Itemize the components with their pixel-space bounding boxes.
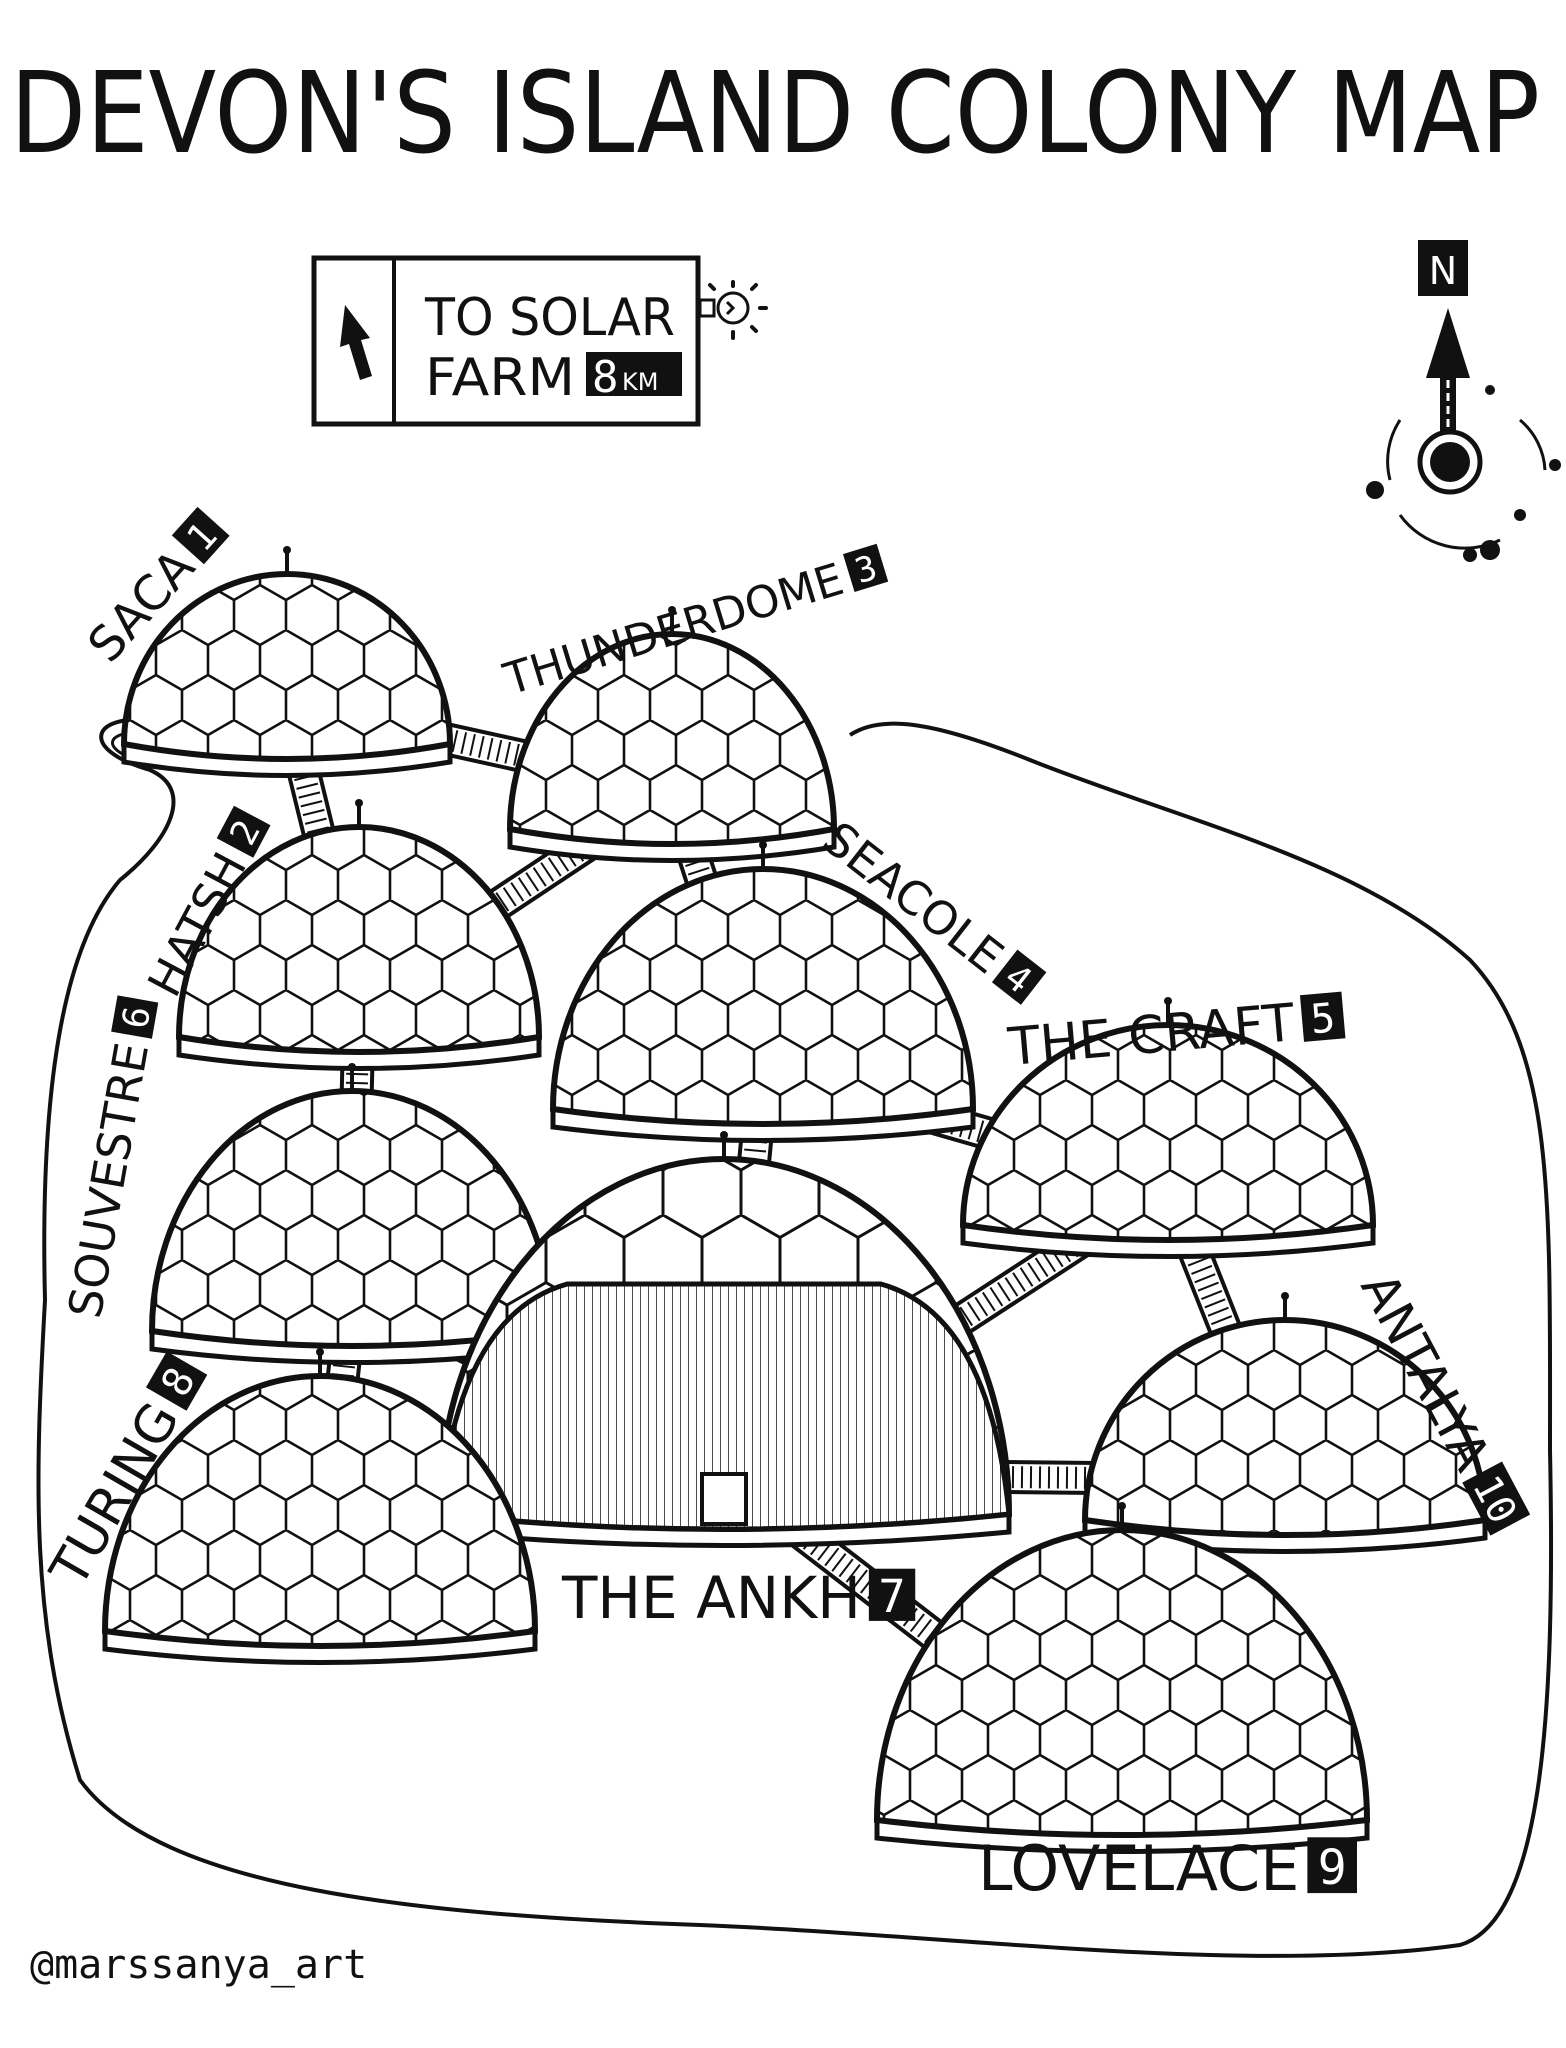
- dome-souvestre[interactable]: [148, 1063, 556, 1365]
- dome-turing[interactable]: [101, 1348, 539, 1665]
- solar-farm-sign: TO SOLAR FARM 8 KM: [311, 255, 768, 427]
- dome-the-ankh[interactable]: [435, 1131, 1013, 1548]
- compass-needle-icon: [1366, 308, 1561, 562]
- dome-label: LOVELACE 9: [978, 1832, 1357, 1905]
- dome-seacole[interactable]: [549, 841, 977, 1143]
- sign-line-2: FARM: [425, 348, 575, 408]
- dome-number-badge: [842, 543, 889, 592]
- arrow-up-icon: [340, 305, 372, 380]
- sign-line-1: TO SOLAR: [424, 288, 675, 348]
- dome-number-badge: [145, 1351, 208, 1411]
- island-outline: [36, 717, 1554, 1958]
- dome-label: THE ANKH 7: [561, 1564, 916, 1632]
- dome-number-badge: [1462, 1461, 1531, 1536]
- dome-number: 5: [1309, 993, 1338, 1043]
- dome-number-badge: [991, 949, 1047, 1005]
- compass: N: [1366, 240, 1561, 562]
- compass-north-label: N: [1429, 249, 1457, 293]
- light-bulb-icon: [698, 280, 768, 340]
- map-title: DEVON'S ISLAND COLONY MAP: [10, 49, 1540, 179]
- dome-number: 7: [878, 1570, 905, 1623]
- dome-antalya[interactable]: [1081, 1292, 1489, 1554]
- sign-distance: 8: [592, 352, 619, 403]
- dome-the-craft[interactable]: [959, 997, 1377, 1259]
- dome-hatsh[interactable]: [175, 799, 543, 1071]
- dome-thunderdome[interactable]: [506, 606, 838, 863]
- dome-number-badge: [216, 805, 271, 858]
- sign-unit: KM: [622, 368, 658, 396]
- door-icon: [700, 1472, 748, 1526]
- dome-number-badge: [868, 1568, 916, 1621]
- domes: [101, 546, 1489, 1854]
- dome-name: LOVELACE: [978, 1832, 1299, 1905]
- dome-number-badge: [111, 995, 159, 1039]
- dome-name: THE ANKH: [561, 1564, 861, 1632]
- dome-number-badge: [171, 506, 230, 565]
- dome-saca[interactable]: [120, 546, 454, 778]
- dome-number: 9: [1318, 1840, 1347, 1896]
- artist-credit: @marssanya_art: [30, 1942, 367, 1988]
- dome-lovelace[interactable]: [873, 1502, 1371, 1854]
- dome-name: SOUVESTRE: [58, 1039, 159, 1322]
- dome-number-badge: [1307, 1837, 1357, 1894]
- dome-number-badge: [1299, 991, 1346, 1042]
